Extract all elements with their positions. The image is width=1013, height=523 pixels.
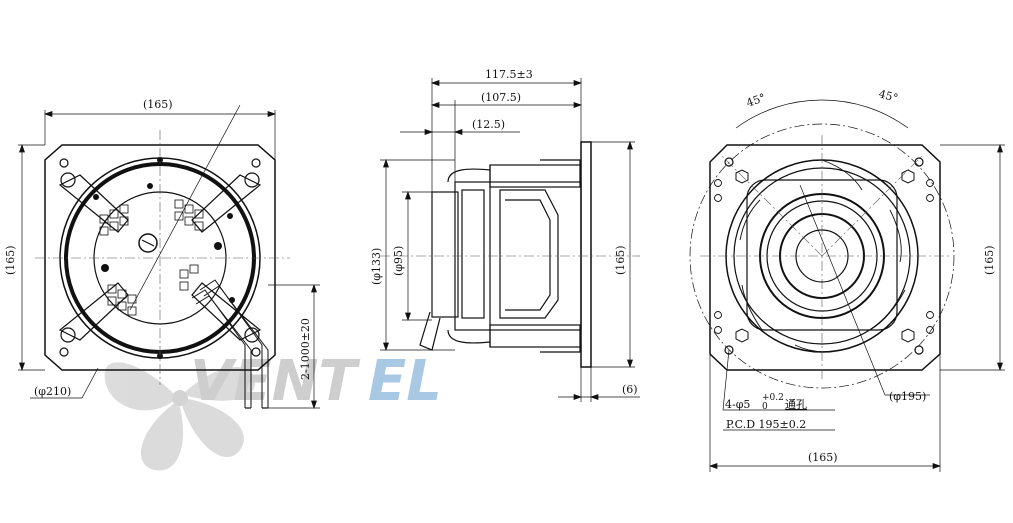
right-hole-tol-dn: 0 <box>762 402 768 412</box>
left-height-label: (165) <box>4 245 17 275</box>
side-12-label: (12.5) <box>472 118 505 131</box>
side-view <box>380 78 640 402</box>
side-phi133-label: (φ133) <box>370 248 383 285</box>
right-view <box>689 99 1005 472</box>
right-phi195-label: (φ195) <box>889 390 926 403</box>
left-width-label: (165) <box>143 98 173 111</box>
right-45b-label: 45° <box>877 87 899 105</box>
watermark-brand-a: VENT <box>190 349 360 414</box>
side-107-label: (107.5) <box>481 91 521 104</box>
right-45a-label: 45° <box>745 91 768 110</box>
right-165h-label: (165) <box>808 451 838 464</box>
watermark-brand-b: EL <box>368 349 442 414</box>
right-holes-label: 4-φ5 <box>725 398 750 411</box>
fan-logo-icon <box>104 362 256 471</box>
right-hole-tol-up: +0.2 <box>762 393 784 403</box>
right-165v-label: (165) <box>983 245 996 275</box>
side-phi95-label: (φ95) <box>392 246 405 276</box>
side-165-label: (165) <box>614 245 627 275</box>
watermark: VENT EL <box>104 349 442 471</box>
left-phi210-label: (φ210) <box>34 385 71 398</box>
side-6-label: (6) <box>622 383 638 396</box>
right-hole-through-label: 通孔 <box>785 398 807 411</box>
left-view <box>18 104 320 410</box>
right-pcd-label: P.C.D 195±0.2 <box>726 418 806 431</box>
side-117-label: 117.5±3 <box>485 68 533 81</box>
cable-length-label: 2-1000±20 <box>299 318 312 380</box>
